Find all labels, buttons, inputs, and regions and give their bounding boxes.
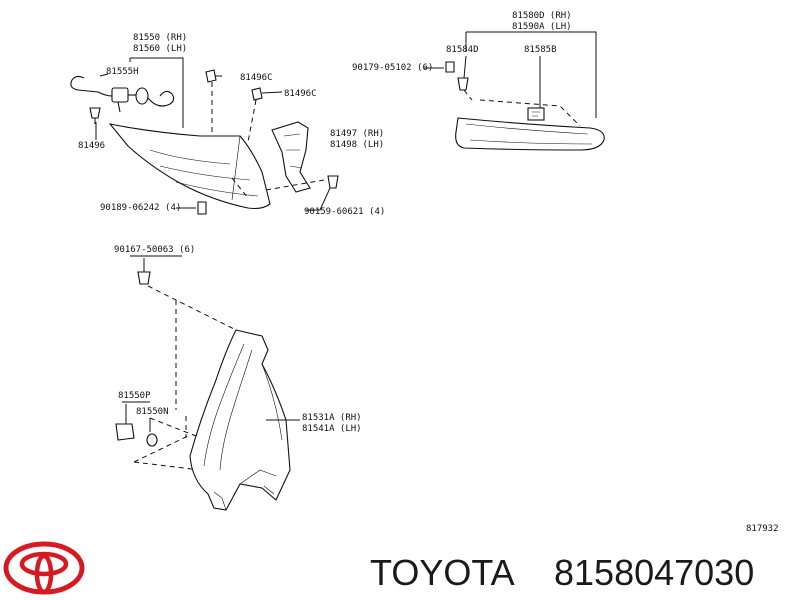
- toyota-logo: [3, 541, 85, 595]
- label-81550-rh: 81550 (RH): [133, 33, 187, 43]
- label-81585b: 81585B: [524, 45, 557, 55]
- rear-lamp-group: [70, 57, 339, 215]
- label-81498-lh: 81498 (LH): [330, 140, 384, 150]
- label-81550n: 81550N: [136, 407, 169, 417]
- label-81555h: 81555H: [106, 67, 139, 77]
- label-90167: 90167-50063 (6): [114, 245, 195, 255]
- label-81531a-rh: 81531A (RH): [302, 413, 362, 423]
- part-number: 8158047030: [554, 552, 754, 593]
- turn-lamp-group: [115, 255, 300, 511]
- label-81590a-lh: 81590A (LH): [512, 22, 572, 32]
- reflector-group: [424, 31, 605, 151]
- label-81580d-rh: 81580D (RH): [512, 11, 572, 21]
- label-90189: 90189-06242 (4): [100, 203, 181, 213]
- reference-number: 817932: [746, 524, 779, 534]
- label-81560-lh: 81560 (LH): [133, 44, 187, 54]
- label-81584d: 81584D: [446, 45, 479, 55]
- label-81496c-bottom: 81496C: [284, 89, 317, 99]
- label-81541a-lh: 81541A (LH): [302, 424, 362, 434]
- label-81550p: 81550P: [118, 391, 151, 401]
- label-81497-rh: 81497 (RH): [330, 129, 384, 139]
- label-81496c-top: 81496C: [240, 73, 273, 83]
- label-90159: 90159-60621 (4): [304, 207, 385, 217]
- brand-name: TOYOTA: [370, 552, 515, 593]
- label-81496: 81496: [78, 141, 105, 151]
- label-90179: 90179-05102 (6): [352, 63, 433, 73]
